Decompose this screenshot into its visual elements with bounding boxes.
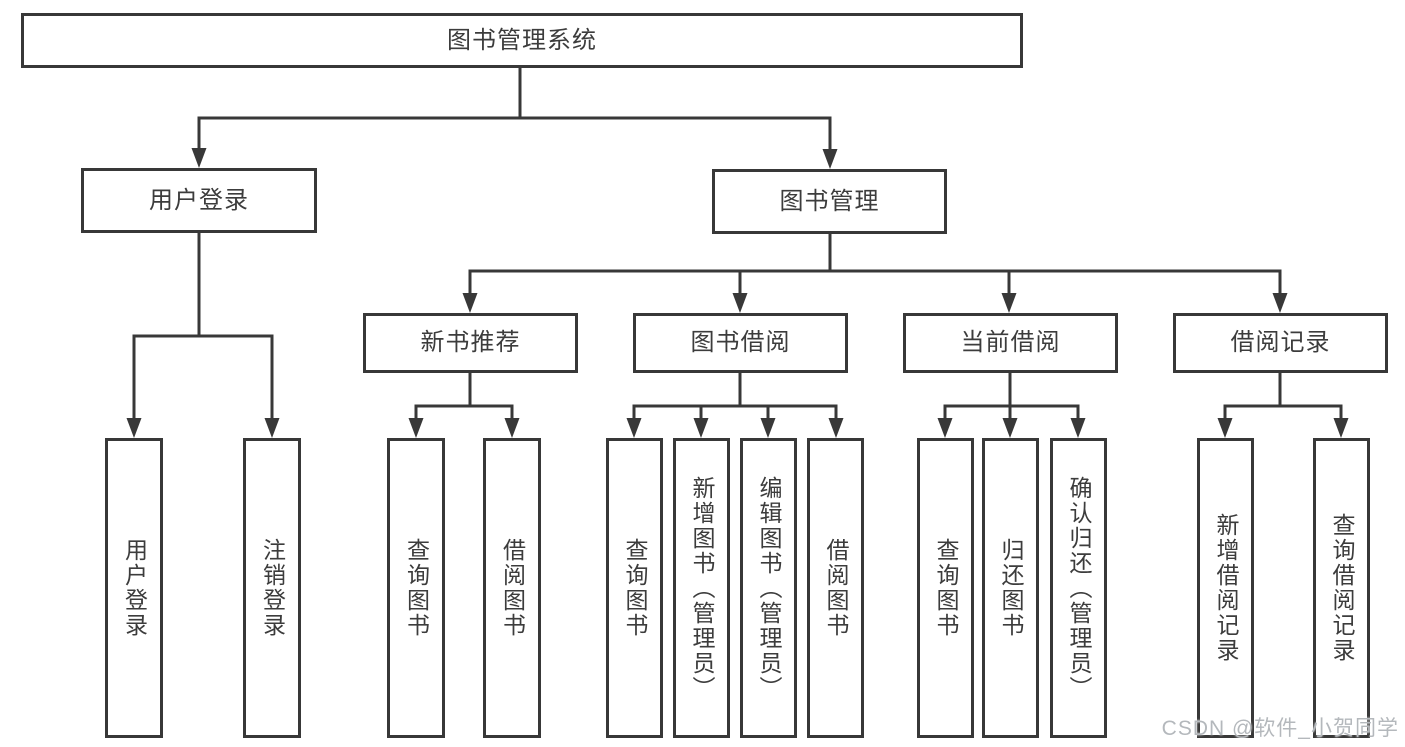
node-current-borrowing: 当前借阅 — [903, 313, 1118, 373]
leaf-add-book-admin: 新增图书（管理员） — [673, 438, 730, 738]
leaf-confirm-return-admin: 确认归还（管理员） — [1050, 438, 1107, 738]
node-root: 图书管理系统 — [21, 13, 1023, 68]
leaf-user-login: 用户登录 — [105, 438, 163, 738]
leaf-query-books-current: 查询图书 — [917, 438, 974, 738]
csdn-watermark: CSDN @软件_小贺同学 — [1161, 717, 1399, 740]
node-borrowing-records: 借阅记录 — [1173, 313, 1388, 373]
leaf-query-borrow-record: 查询借阅记录 — [1313, 438, 1370, 738]
node-book-management: 图书管理 — [712, 169, 947, 234]
leaf-edit-book-admin: 编辑图书（管理员） — [740, 438, 797, 738]
leaf-borrow-books-recommend: 借阅图书 — [483, 438, 541, 738]
node-user-login: 用户登录 — [81, 168, 317, 233]
leaf-query-books-borrowing: 查询图书 — [606, 438, 663, 738]
node-new-book-recommend: 新书推荐 — [363, 313, 578, 373]
leaf-logout: 注销登录 — [243, 438, 301, 738]
leaf-add-borrow-record: 新增借阅记录 — [1197, 438, 1254, 738]
leaf-borrow-books-borrowing: 借阅图书 — [807, 438, 864, 738]
leaf-query-books-recommend: 查询图书 — [387, 438, 445, 738]
leaf-return-books: 归还图书 — [982, 438, 1039, 738]
node-book-borrowing: 图书借阅 — [633, 313, 848, 373]
